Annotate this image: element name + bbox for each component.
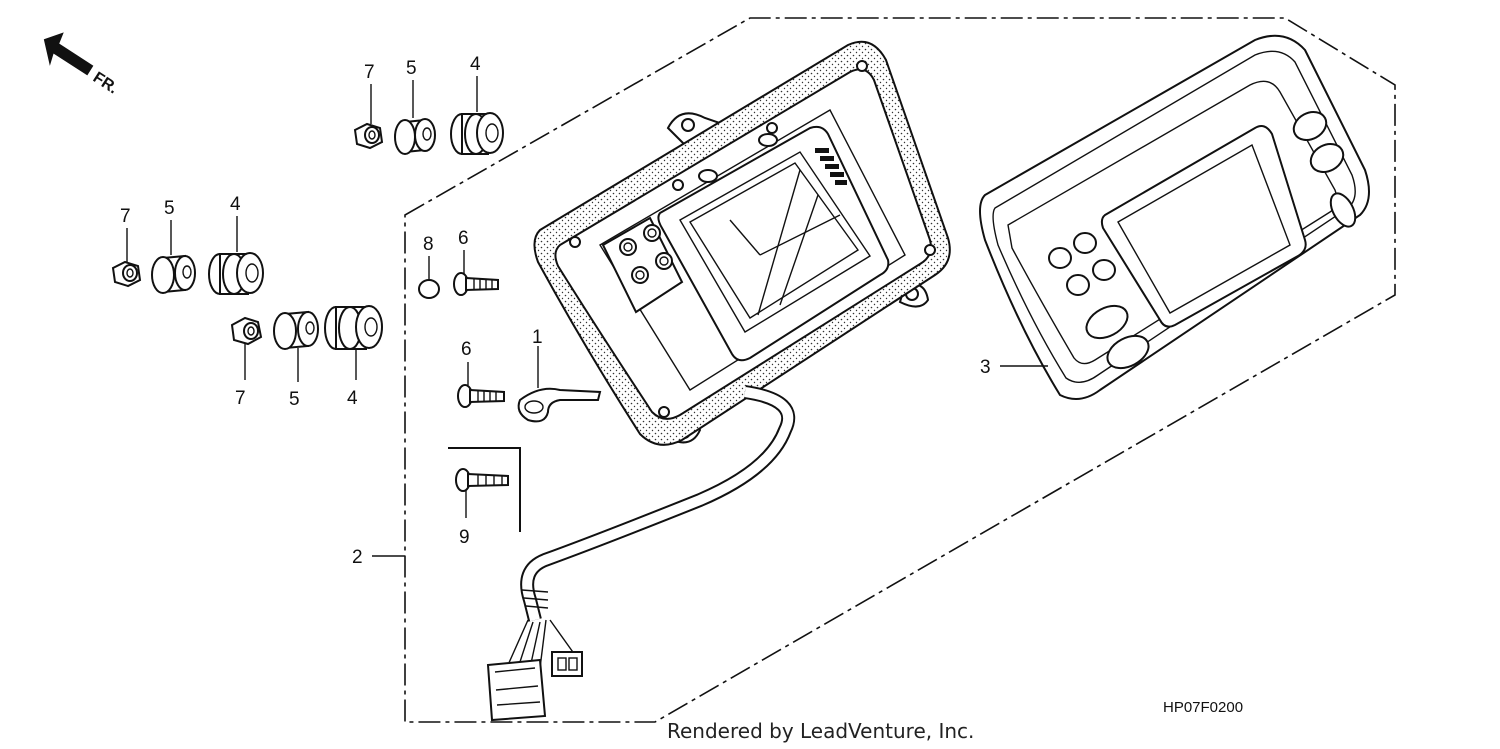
front-direction-arrow-icon: FR. bbox=[43, 32, 121, 97]
callout-4-top: 4 bbox=[470, 54, 481, 75]
callout-2: 2 bbox=[352, 547, 363, 568]
meter-case-part-3 bbox=[979, 34, 1370, 400]
rubber-grommet-part-4-lower bbox=[324, 305, 383, 350]
collar-part-5-middle bbox=[151, 254, 196, 294]
callout-7-top: 7 bbox=[364, 62, 375, 83]
direction-label: FR. bbox=[90, 69, 121, 97]
callout-1: 1 bbox=[532, 327, 543, 348]
meter-assembly bbox=[533, 40, 951, 446]
wiring-harness bbox=[486, 385, 796, 722]
washer-part-8 bbox=[418, 279, 440, 299]
callout-7-lower: 7 bbox=[235, 388, 246, 409]
callout-7-middle: 7 bbox=[120, 206, 131, 227]
callout-9: 9 bbox=[459, 527, 470, 548]
callout-4-lower: 4 bbox=[347, 388, 358, 409]
nut-part-7-top bbox=[353, 122, 384, 150]
screw-part-6-lower bbox=[457, 384, 505, 408]
rubber-grommet-part-4-top bbox=[450, 112, 504, 155]
callout-8: 8 bbox=[423, 234, 434, 255]
callout-4-middle: 4 bbox=[230, 194, 241, 215]
nut-part-7-middle bbox=[111, 260, 142, 288]
rubber-grommet-part-4-middle bbox=[208, 252, 264, 295]
collar-part-5-top bbox=[394, 118, 436, 155]
callout-6-lower: 6 bbox=[461, 339, 472, 360]
diagram-code: HP07F0200 bbox=[1163, 699, 1243, 716]
callout-5-middle: 5 bbox=[164, 198, 175, 219]
cord-clamp-part-1 bbox=[517, 387, 602, 423]
callout-5-lower: 5 bbox=[289, 389, 300, 410]
screw-part-9 bbox=[455, 468, 509, 492]
nut-part-7-lower bbox=[230, 316, 263, 346]
assembly-boundary bbox=[404, 17, 1396, 723]
collar-part-5-lower bbox=[273, 310, 319, 350]
screw-part-6-upper bbox=[453, 272, 499, 296]
callout-6-upper: 6 bbox=[458, 228, 469, 249]
render-credit: Rendered by LeadVenture, Inc. bbox=[667, 719, 974, 743]
callout-5-top: 5 bbox=[406, 58, 417, 79]
callout-3: 3 bbox=[980, 357, 991, 378]
